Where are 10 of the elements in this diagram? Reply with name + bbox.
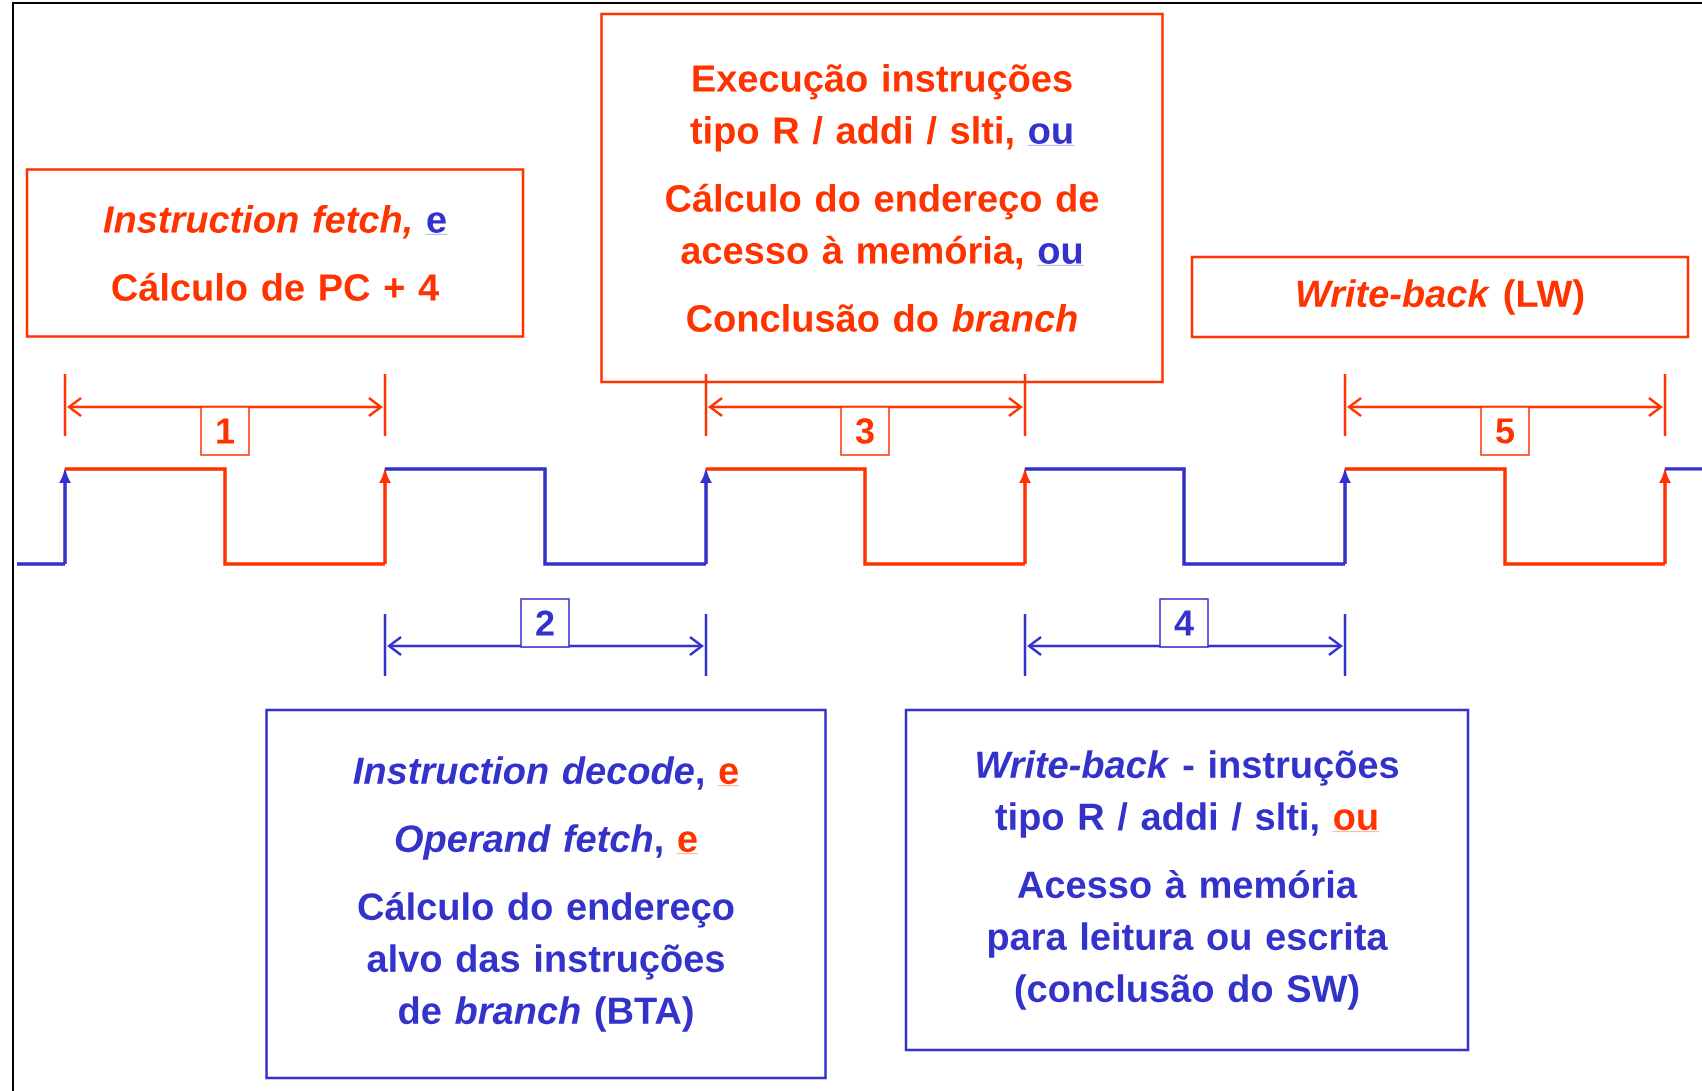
number-box: 5 bbox=[1480, 406, 1530, 456]
text-box: Instruction decode, e Operand fetch, e Cálculo do endereço alvo das instruções de branch (BTA) bbox=[265, 708, 827, 1080]
number-box: 4 bbox=[1159, 598, 1209, 648]
number-box: 3 bbox=[840, 406, 890, 456]
text-box: Instruction fetch, e Cálculo de PC + 4 bbox=[25, 168, 525, 338]
number-box: 1 bbox=[200, 406, 250, 456]
number-box: 2 bbox=[520, 598, 570, 648]
text-box: Write-back - instruções tipo R / addi / slti, ou Acesso à memória para leitura ou escrita (conclusão do SW) bbox=[904, 708, 1470, 1052]
text-box: Write-back (LW) bbox=[1190, 255, 1690, 339]
text-box: Execução instruções tipo R / addi / slti, ou Cálculo do endereço de acesso à memória, ou Conclusão do branch bbox=[600, 12, 1164, 384]
